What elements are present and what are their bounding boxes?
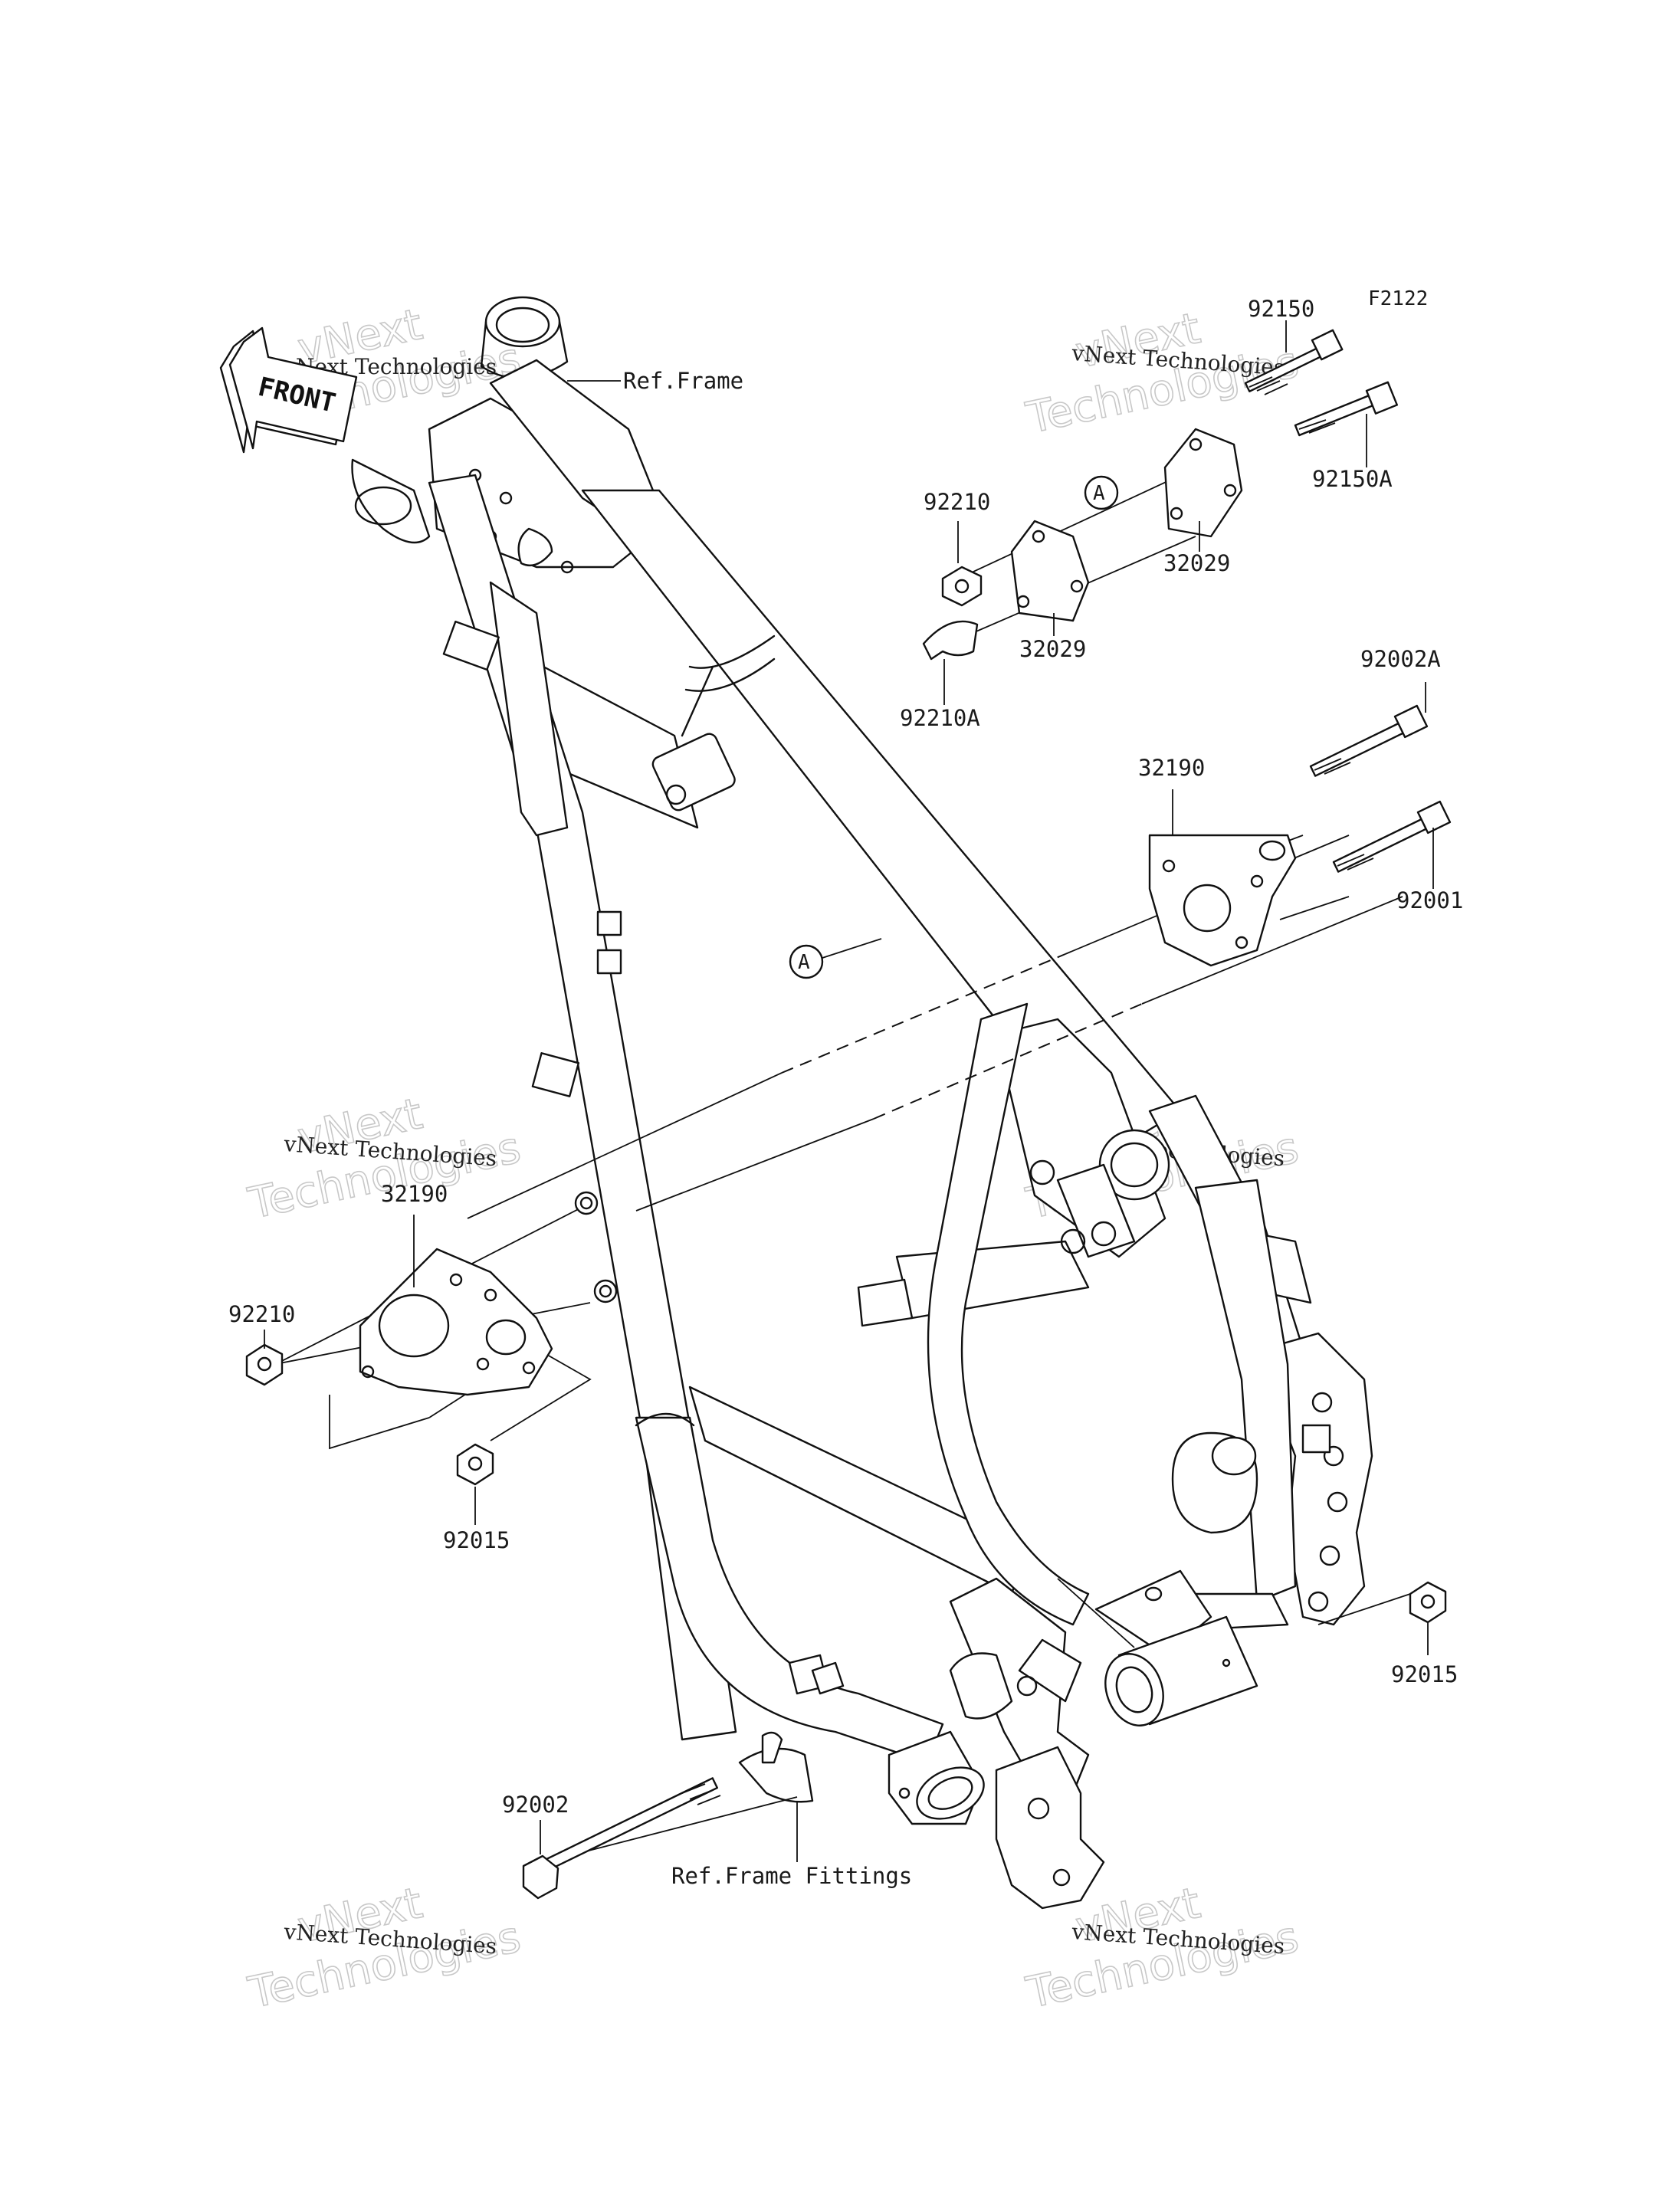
nut-92015-right: [1409, 1581, 1447, 1624]
motorcycle-frame: [351, 296, 1373, 1910]
part-label-92002: 92002: [502, 1792, 569, 1818]
bolt-92002: [522, 1777, 721, 1900]
spacers-left: [574, 1191, 618, 1303]
bracket-32029-upper: [1163, 428, 1243, 538]
part-label-92210-left: 92210: [228, 1301, 295, 1327]
part-label-92150: 92150: [1248, 296, 1314, 322]
part-label-92001: 92001: [1396, 887, 1463, 913]
part-label-92015-left: 92015: [443, 1527, 510, 1553]
part-label-32190-right: 32190: [1138, 755, 1205, 781]
callout-a-upper: A: [1084, 475, 1119, 510]
part-label-92210-top: 92210: [924, 489, 990, 515]
svg-text:A: A: [1093, 482, 1105, 505]
part-label-92210A: 92210A: [900, 705, 980, 731]
bolt-92150A: [1294, 381, 1399, 437]
ref-frame-fittings-label: Ref.Frame Fittings: [671, 1863, 912, 1889]
nut-92015-left: [456, 1443, 494, 1486]
clip-92210A: [922, 620, 979, 661]
part-label-92150A: 92150A: [1312, 466, 1393, 492]
svg-text:A: A: [798, 951, 810, 974]
figure-code: F2122: [1368, 287, 1428, 310]
nut-92210-top: [941, 566, 983, 607]
bolt-92001: [1332, 800, 1452, 873]
part-label-92015-right: 92015: [1391, 1661, 1458, 1687]
ref-frame-label: Ref.Frame: [623, 368, 743, 394]
bracket-32029-lower: [1010, 520, 1090, 622]
bracket-32190-right: [1148, 834, 1297, 967]
part-label-92002A: 92002A: [1360, 646, 1441, 672]
callout-a-frame: A: [789, 938, 882, 979]
bolt-92150: [1244, 329, 1344, 395]
nut-92210-left: [245, 1343, 284, 1386]
part-label-32190-left: 32190: [381, 1181, 448, 1207]
label-leaders: [264, 320, 1434, 1862]
part-label-32029-upper: 32029: [1163, 550, 1230, 576]
bolt-92002A: [1309, 704, 1429, 777]
front-arrow-icon: FRONT: [219, 326, 358, 454]
part-label-32029-lower: 32029: [1019, 636, 1086, 662]
bracket-32190-left: [359, 1248, 553, 1396]
